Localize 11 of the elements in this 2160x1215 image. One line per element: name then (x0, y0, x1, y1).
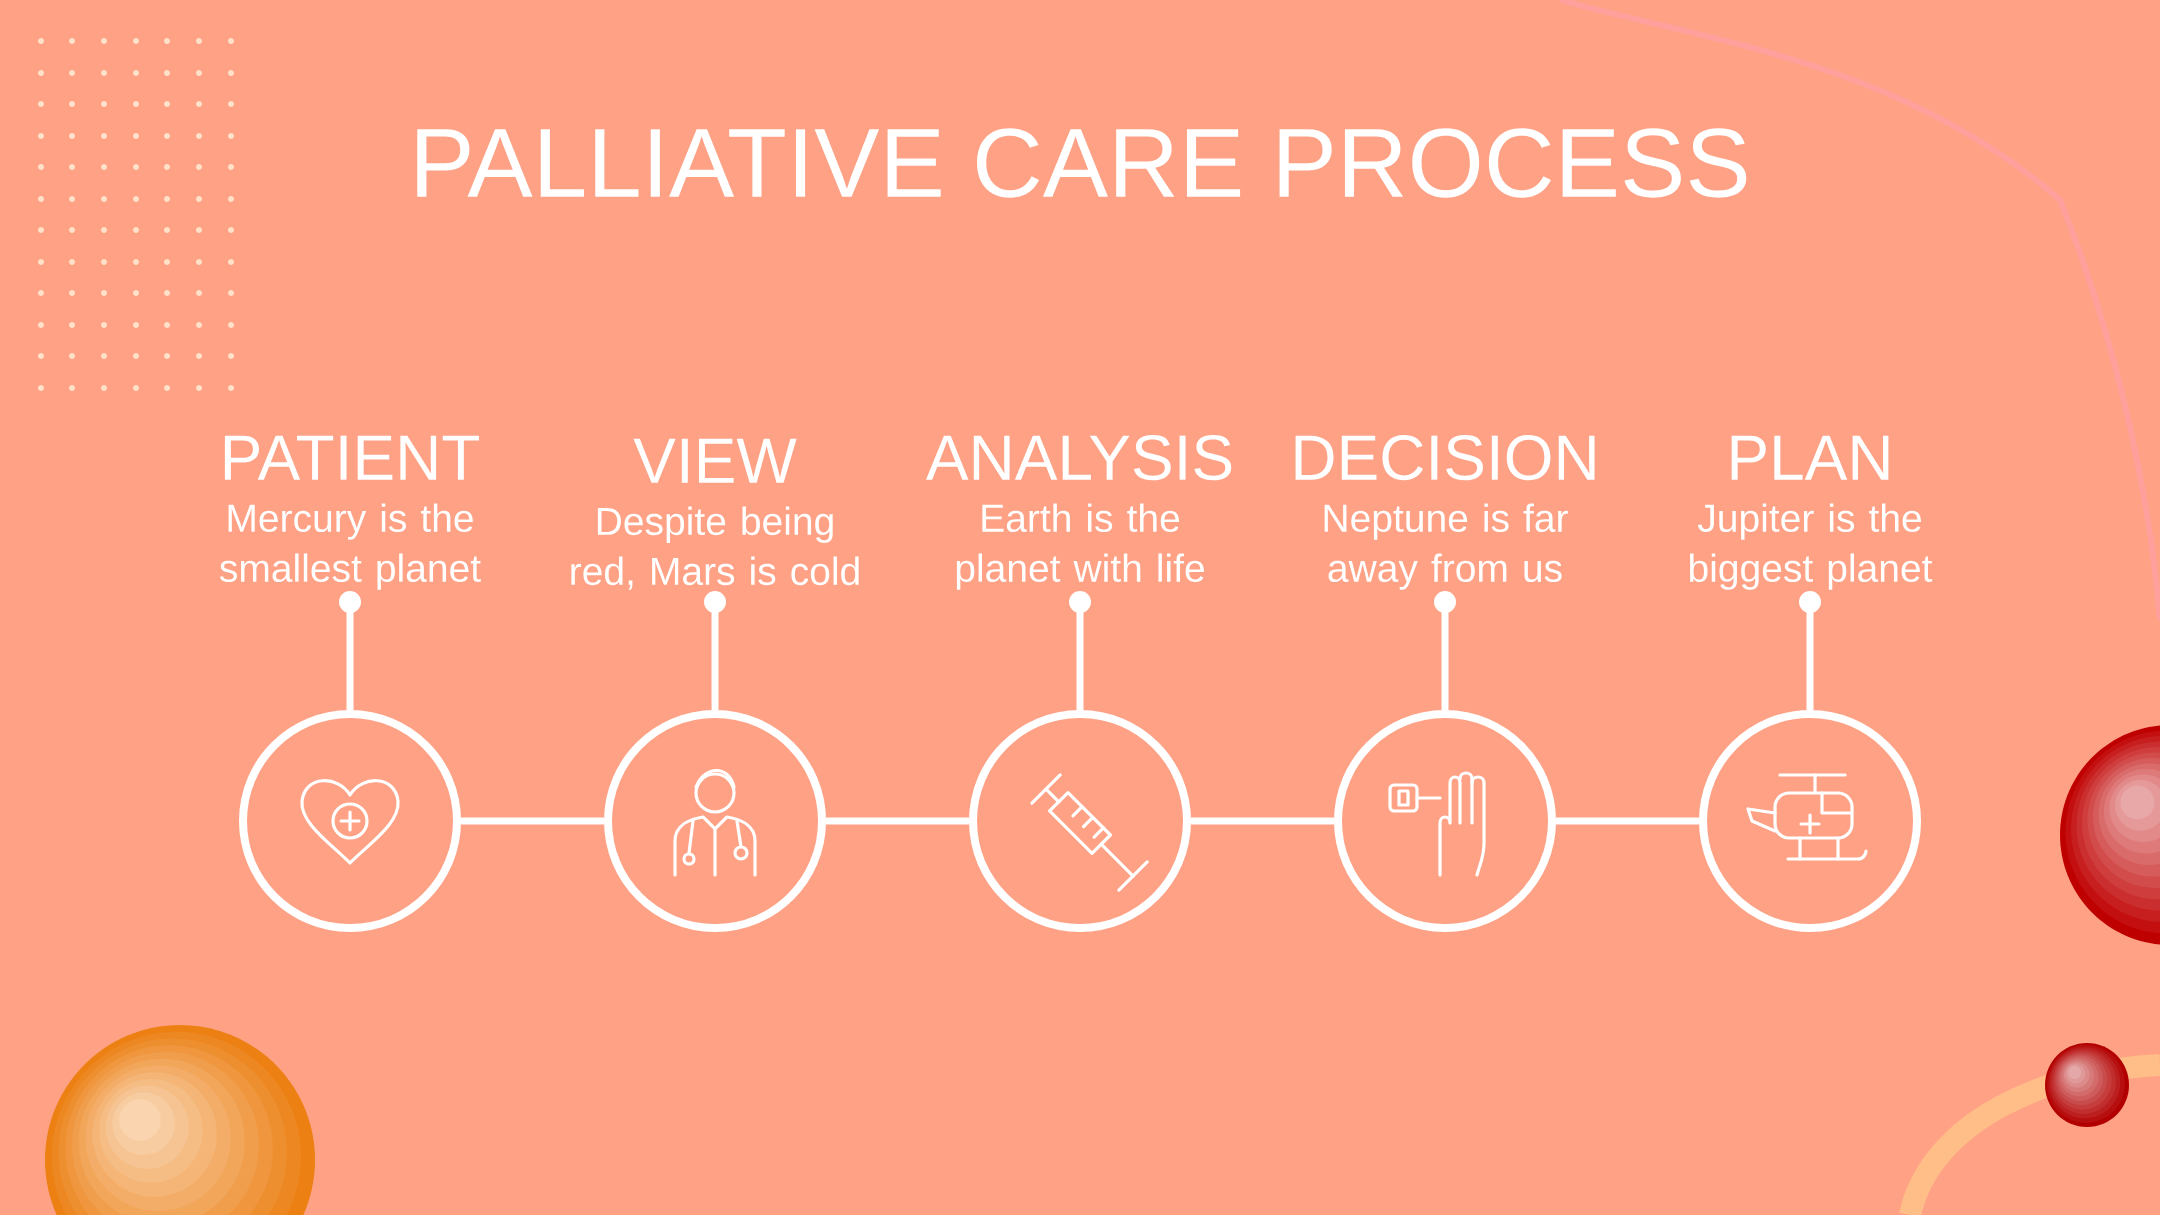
step-circle (239, 710, 461, 932)
step-text: DECISION Neptune is far away from us (1295, 435, 1595, 590)
step-circle (1699, 710, 1921, 932)
step-circle (604, 710, 826, 932)
step-text: PATIENT Mercury is the smallest planet (219, 435, 481, 590)
step-circle (1334, 710, 1556, 932)
step-text: PLAN Jupiter is the biggest planet (1690, 435, 1933, 590)
step-circle (969, 710, 1191, 932)
title: PALLIATIVE CARE PROCESS (417, 128, 1747, 198)
step-text: ANALYSIS Earth is the planet with life (926, 435, 1232, 590)
step-text: VIEW Despite being red, Mars is cold (571, 438, 859, 590)
